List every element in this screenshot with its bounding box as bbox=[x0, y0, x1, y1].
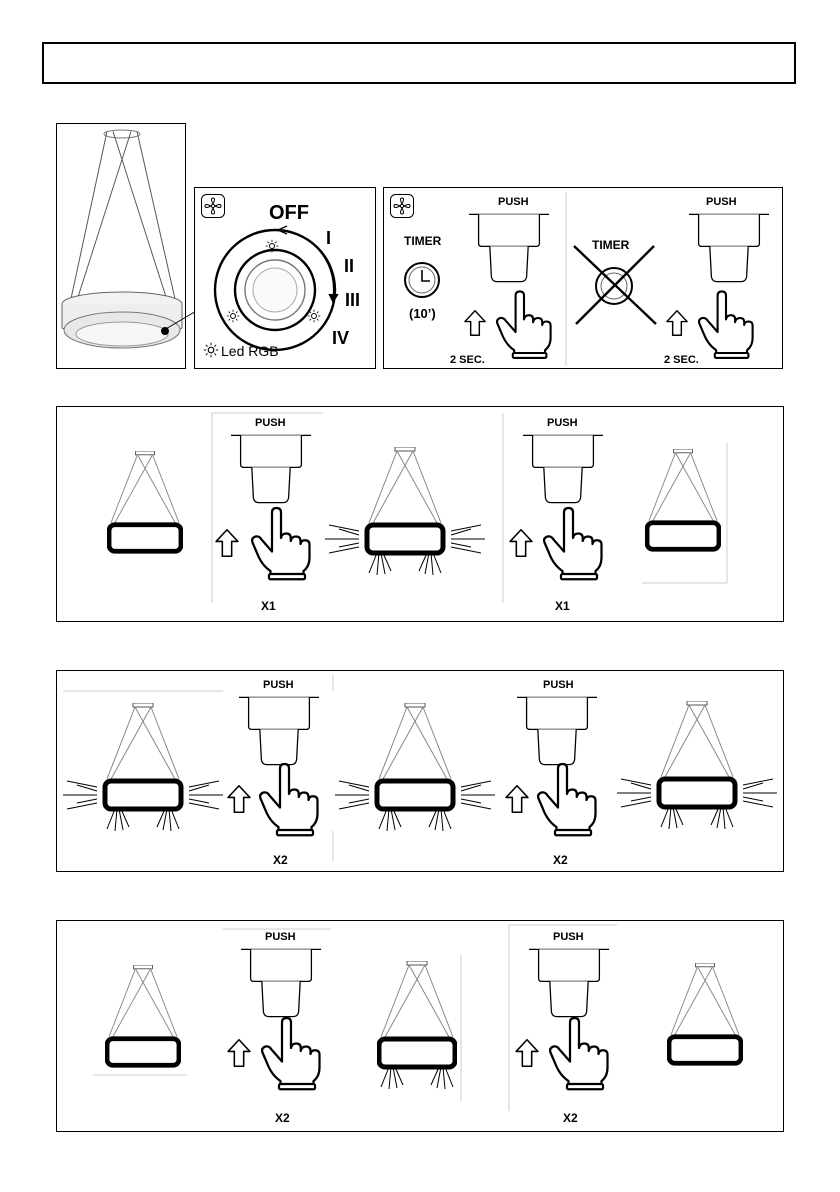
push-label: PUSH bbox=[553, 931, 584, 943]
double-press-spot-panel: PUSH X2 PUSH X2 bbox=[56, 920, 784, 1132]
press-count-label: X2 bbox=[275, 1111, 290, 1125]
dial-speed-3: III bbox=[345, 290, 360, 311]
timer-cancel-label: TIMER bbox=[592, 238, 629, 252]
dial-off-label: OFF bbox=[269, 202, 309, 225]
timer-panel: PUSH TIMER (10’) 2 SEC. TIMER PUSH 2 SEC… bbox=[383, 187, 783, 369]
push-label: PUSH bbox=[265, 931, 296, 943]
push-label: PUSH bbox=[543, 679, 574, 691]
fan-icon bbox=[391, 195, 414, 218]
press-count-label: X1 bbox=[555, 599, 570, 613]
led-rgb-label: Led RGB bbox=[221, 343, 279, 359]
press-count-label: X2 bbox=[553, 853, 568, 867]
push-label: PUSH bbox=[547, 417, 578, 429]
timer-illustration bbox=[384, 188, 784, 370]
fan-icon bbox=[202, 195, 225, 218]
double-press-lit-illustration bbox=[57, 671, 785, 873]
hold-label: 2 SEC. bbox=[450, 354, 485, 366]
push-label: PUSH bbox=[255, 417, 286, 429]
double-press-lit-panel: PUSH X2 PUSH X2 bbox=[56, 670, 784, 872]
push-label: PUSH bbox=[263, 679, 294, 691]
press-count-label: X1 bbox=[261, 599, 276, 613]
sun-led-icon bbox=[204, 343, 218, 357]
push-label: PUSH bbox=[498, 196, 529, 208]
dial-panel: OFF I II III IV Led RGB bbox=[194, 187, 376, 369]
double-press-spot-illustration bbox=[57, 921, 785, 1133]
press-count-label: X2 bbox=[563, 1111, 578, 1125]
dial-speed-1: I bbox=[326, 228, 331, 249]
press-count-label: X2 bbox=[273, 853, 288, 867]
hold-label: 2 SEC. bbox=[664, 354, 699, 366]
timer-label: TIMER bbox=[404, 234, 441, 248]
push-label: PUSH bbox=[706, 196, 737, 208]
dial-speed-4: IV bbox=[332, 328, 349, 349]
timer-minutes-label: (10’) bbox=[409, 306, 436, 321]
single-press-panel: PUSH X1 PUSH X1 bbox=[56, 406, 784, 622]
single-press-illustration bbox=[57, 407, 785, 623]
dial-speed-2: II bbox=[344, 256, 354, 277]
